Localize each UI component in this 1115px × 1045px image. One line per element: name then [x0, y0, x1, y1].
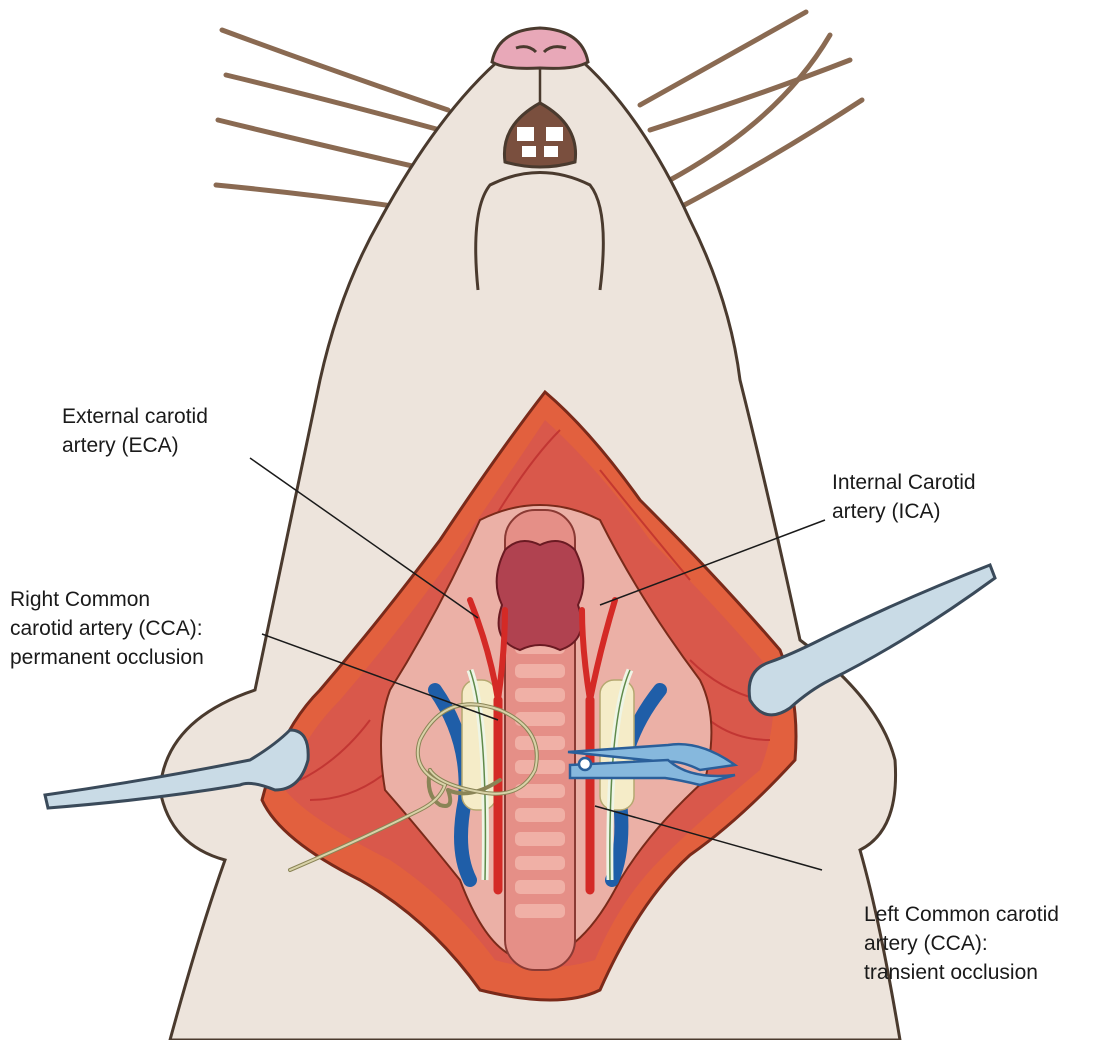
label-ica-line1: Internal Carotid: [832, 468, 976, 497]
label-external-carotid-artery: External carotid artery (ECA): [62, 402, 208, 460]
tooth-right-lower: [544, 146, 558, 157]
tooth-left-lower: [522, 146, 536, 157]
nose: [492, 28, 588, 68]
label-eca-line2: artery (ECA): [62, 431, 208, 460]
tooth-right: [546, 127, 563, 141]
label-eca-line1: External carotid: [62, 402, 208, 431]
label-lcca-line3: transient occlusion: [864, 958, 1059, 987]
label-lcca-line2: artery (CCA):: [864, 929, 1059, 958]
label-left-common-carotid-artery: Left Common carotid artery (CCA): transi…: [864, 900, 1059, 987]
label-rcca-line1: Right Common: [10, 585, 204, 614]
label-right-common-carotid-artery: Right Common carotid artery (CCA): perma…: [10, 585, 204, 672]
label-ica-line2: artery (ICA): [832, 497, 976, 526]
label-internal-carotid-artery: Internal Carotid artery (ICA): [832, 468, 976, 526]
thyroid: [497, 541, 584, 650]
label-rcca-line2: carotid artery (CCA):: [10, 614, 204, 643]
label-lcca-line1: Left Common carotid: [864, 900, 1059, 929]
vascular-clip: [568, 744, 735, 785]
tooth-left: [517, 127, 534, 141]
label-rcca-line3: permanent occlusion: [10, 643, 204, 672]
